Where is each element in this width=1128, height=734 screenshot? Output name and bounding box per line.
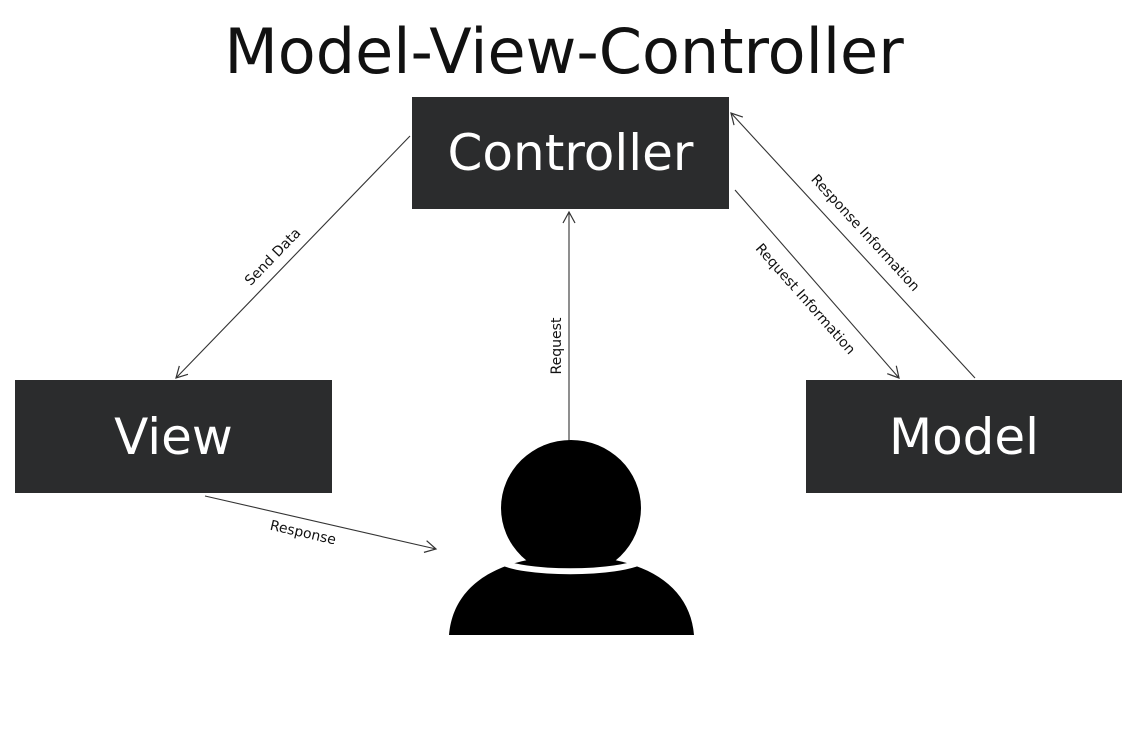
controller-label: Controller [447, 124, 694, 182]
controller-box: Controller [412, 97, 729, 209]
send-data-arrow [175, 135, 411, 379]
user-icon [449, 440, 694, 635]
model-box: Model [806, 380, 1122, 493]
response-arrow [204, 495, 438, 553]
request-information-label: Request Information [752, 241, 858, 358]
diagram-title: Model-View-Controller [224, 15, 904, 88]
response-label: Response [268, 518, 337, 549]
request-information-arrow [734, 189, 900, 379]
view-label: View [114, 407, 233, 466]
response-information-arrow [730, 112, 976, 379]
model-label: Model [888, 407, 1040, 466]
send-data-label: Send Data [242, 225, 304, 289]
response-information-label: Response Information [807, 172, 922, 295]
view-box: View [15, 380, 332, 493]
request-label: Request [549, 317, 565, 374]
